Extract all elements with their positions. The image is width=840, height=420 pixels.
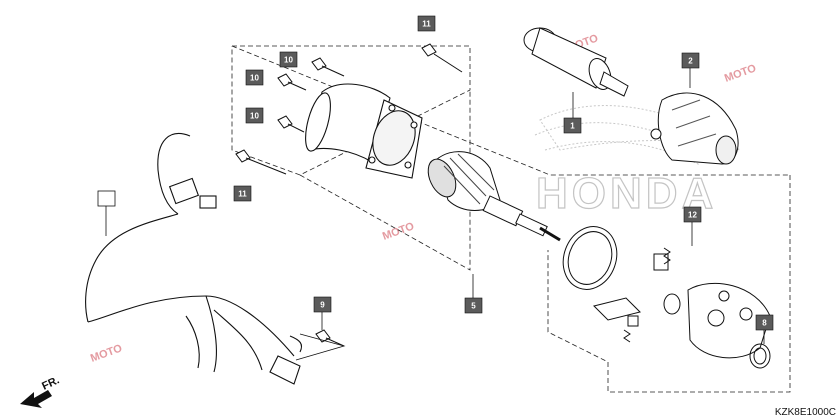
front-label: FR. — [40, 374, 61, 392]
svg-text:1: 1 — [570, 122, 575, 131]
svg-text:8: 8 — [762, 319, 767, 328]
callout-9: 9 — [313, 296, 332, 313]
callout-10-top: 10 — [279, 51, 298, 68]
front-cover — [650, 92, 739, 165]
front-direction-indicator: FR. — [20, 374, 61, 408]
starter-drive-gear — [523, 27, 629, 97]
svg-text:11: 11 — [238, 190, 247, 199]
callout-12: 12 — [683, 206, 702, 223]
callout-blank — [97, 190, 116, 207]
callout-2: 2 — [681, 52, 700, 69]
small-o-ring — [749, 343, 771, 369]
svg-text:10: 10 — [250, 74, 259, 83]
callout-11-top: 11 — [417, 15, 436, 32]
cable-harness — [85, 133, 303, 385]
drawing-code: KZK8E1000C — [775, 407, 836, 418]
callout-5: 5 — [464, 297, 483, 314]
armature — [427, 151, 561, 242]
svg-text:10: 10 — [284, 56, 293, 65]
svg-text:11: 11 — [422, 20, 431, 29]
bolts — [235, 43, 463, 347]
watermark: MOTO — [723, 62, 758, 85]
svg-text:2: 2 — [688, 57, 693, 66]
svg-text:5: 5 — [471, 302, 476, 311]
svg-text:10: 10 — [250, 112, 259, 121]
callout-11-bottom: 11 — [233, 185, 252, 202]
leader-lines — [105, 68, 765, 361]
svg-text:9: 9 — [320, 301, 325, 310]
watermark: MOTO — [89, 342, 124, 365]
starter-motor-yoke — [305, 83, 423, 179]
callout-1: 1 — [563, 117, 582, 134]
callout-8: 8 — [755, 314, 774, 331]
front-arrow-icon — [20, 390, 52, 408]
brush-holder-parts — [593, 247, 771, 359]
svg-text:12: 12 — [688, 211, 697, 220]
callout-10-middle: 10 — [245, 69, 264, 86]
callout-10-bottom: 10 — [245, 107, 264, 124]
o-ring — [562, 226, 618, 290]
